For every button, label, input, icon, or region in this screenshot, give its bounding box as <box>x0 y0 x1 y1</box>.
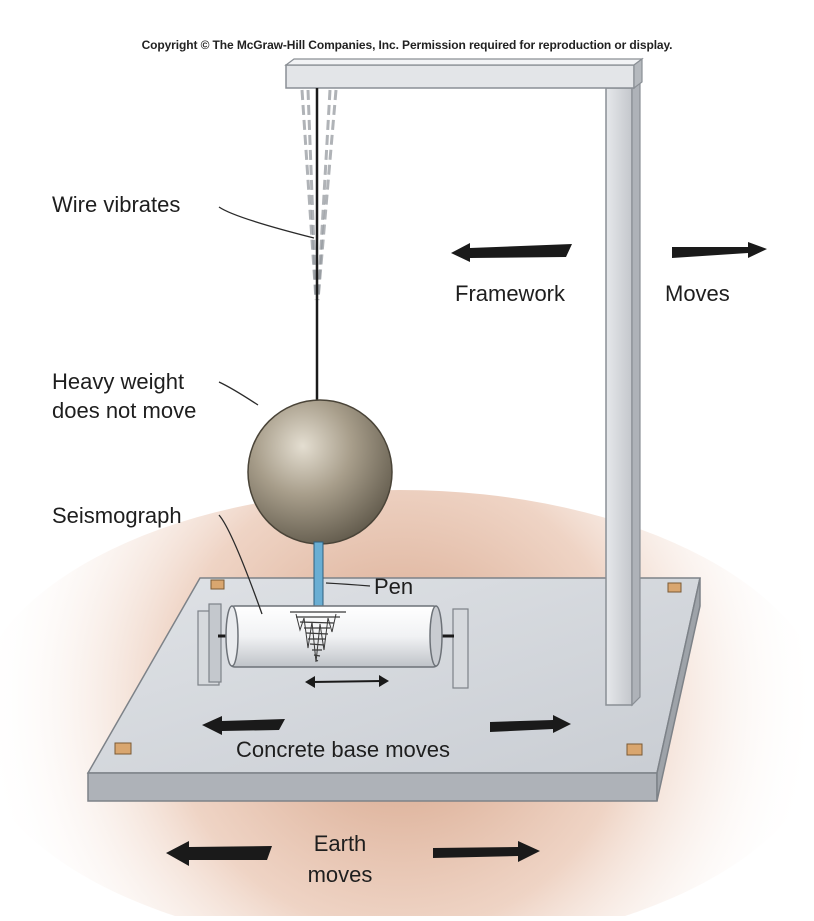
label-wire-vibrates: Wire vibrates <box>52 192 181 217</box>
base-arrow-right <box>490 715 571 733</box>
label-framework: Framework <box>455 281 566 306</box>
heavy-weight-sphere <box>247 399 393 545</box>
label-earth-line1: Earth <box>313 831 367 856</box>
framework-beam <box>284 57 644 90</box>
label-earth-line2: moves <box>307 862 373 887</box>
label-moves: Moves <box>665 281 730 306</box>
earth-arrow-right <box>433 841 540 862</box>
label-heavy-weight-line1: Heavy weight <box>52 369 185 394</box>
framework-arrow-left <box>451 243 572 262</box>
framework-post <box>605 78 641 707</box>
base-bolts <box>114 579 682 756</box>
copyright-notice: Copyright © The McGraw-Hill Companies, I… <box>141 38 673 52</box>
base-arrow-left <box>202 716 285 735</box>
framework-arrow-right <box>672 242 767 258</box>
label-concrete-base-moves: Concrete base moves <box>236 737 450 762</box>
leader-lines <box>218 206 371 615</box>
label-heavy-weight-line2: does not move <box>52 398 197 423</box>
drum-double-arrow <box>305 675 389 688</box>
label-pen: Pen <box>374 574 414 599</box>
label-seismograph: Seismograph <box>52 503 182 528</box>
seismograph-drum <box>197 603 469 689</box>
vibrating-wire <box>300 88 338 402</box>
earth-arrow-left <box>166 841 272 866</box>
